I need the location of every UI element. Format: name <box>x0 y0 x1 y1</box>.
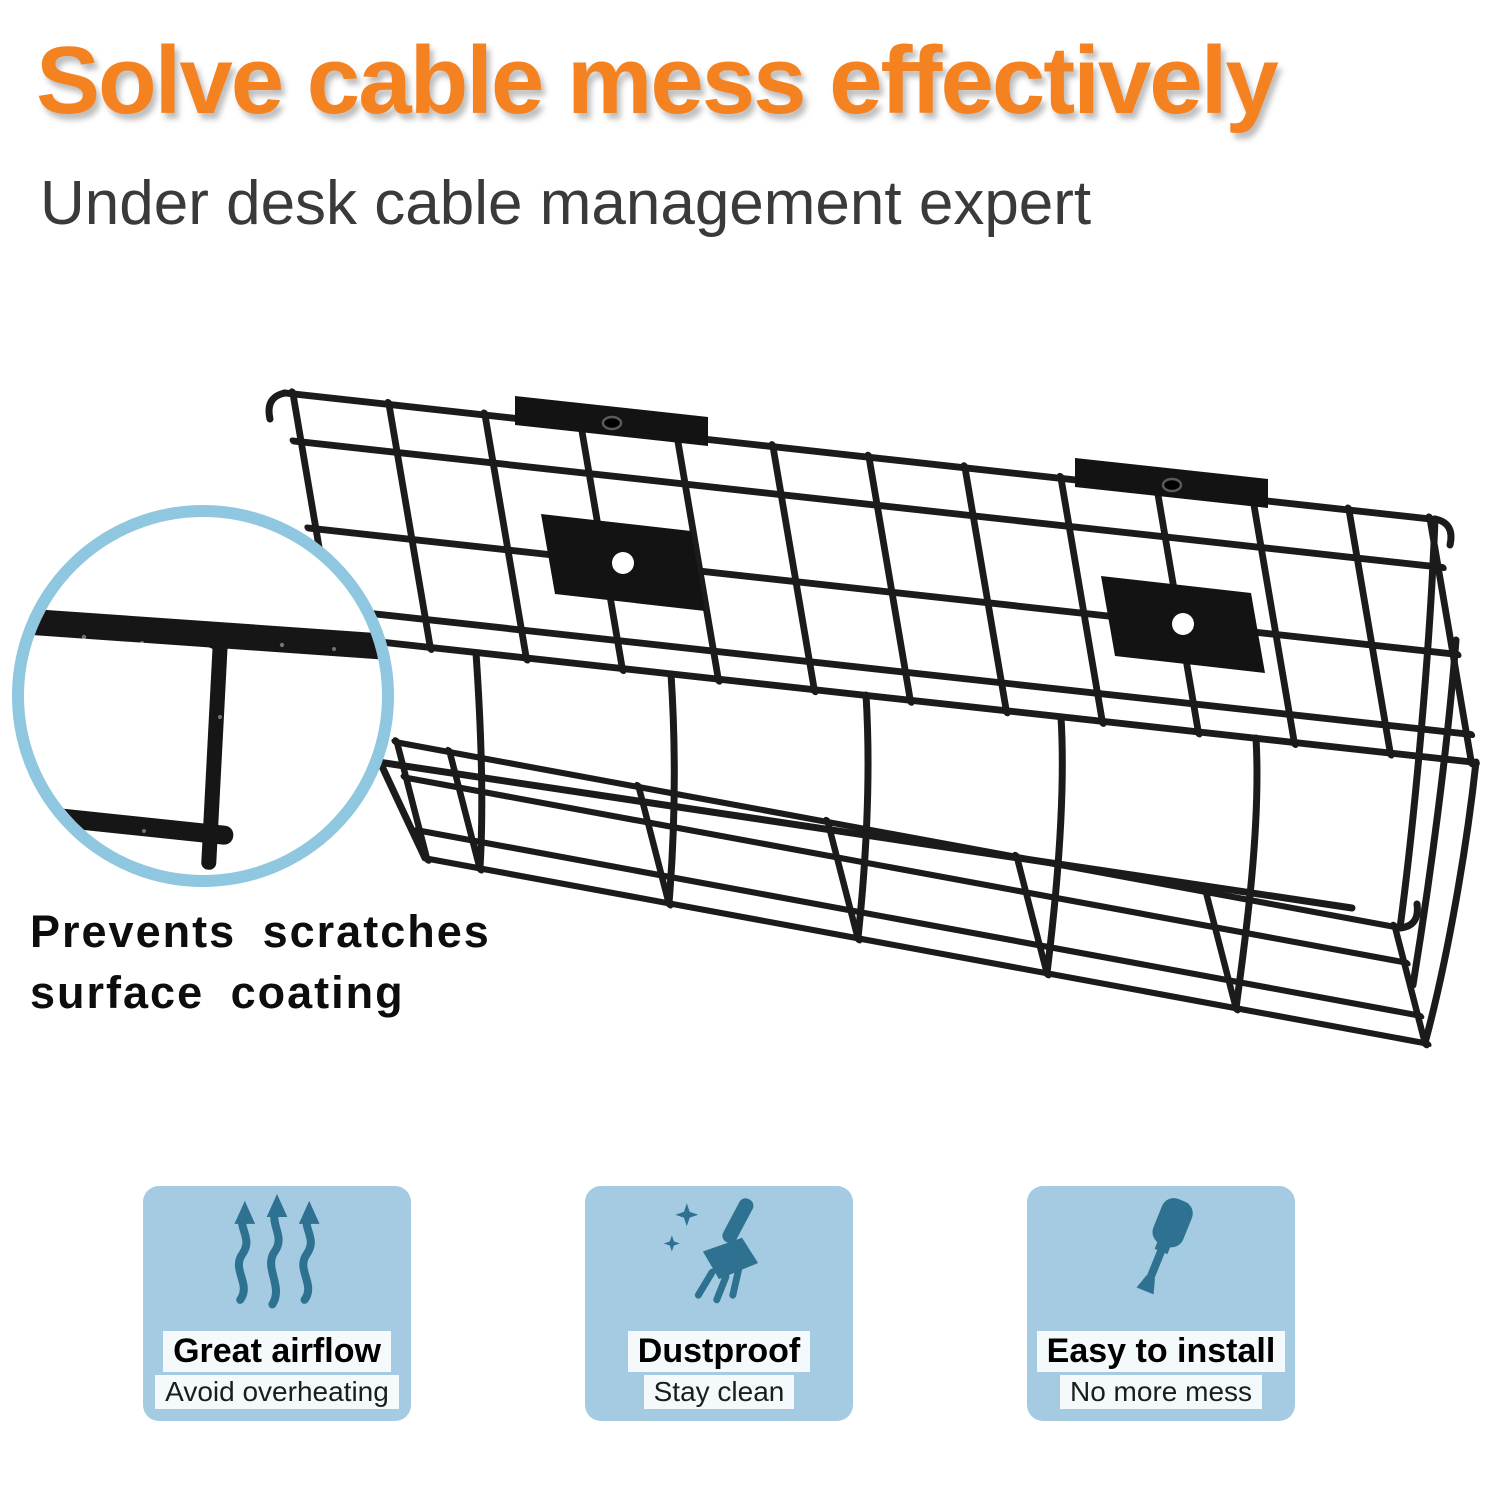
mounting-plate <box>1101 576 1265 673</box>
feature-card-dustproof: Dustproof Stay clean <box>585 1186 853 1421</box>
screwdriver-icon <box>1136 1198 1193 1295</box>
feature-title: Great airflow <box>163 1330 391 1372</box>
page-subtitle: Under desk cable management expert <box>40 169 1092 238</box>
feature-section: Great airflow Avoid overheating Dustproo… <box>0 1186 1495 1436</box>
coating-texture-dots <box>64 634 336 833</box>
mounting-bracket <box>515 396 708 446</box>
mounting-bracket <box>1075 458 1268 508</box>
airflow-arrows-icon <box>234 1194 320 1309</box>
feature-subtitle: Stay clean <box>643 1374 795 1409</box>
callout-caption-line1: Prevents scratches <box>30 906 491 957</box>
broom-icon <box>663 1198 759 1304</box>
page-title: Solve cable mess effectively <box>36 27 1279 134</box>
feature-title: Dustproof <box>627 1330 811 1372</box>
zoom-callout-circle <box>12 505 394 887</box>
feature-card-airflow: Great airflow Avoid overheating <box>143 1186 411 1421</box>
wire-frame <box>265 388 1480 1049</box>
wire-closeup <box>24 605 382 870</box>
callout-caption: Prevents scratches surface coating <box>30 902 491 1024</box>
callout-caption-line2: surface coating <box>30 966 405 1018</box>
feature-card-install: Easy to install No more mess <box>1027 1186 1295 1421</box>
feature-subtitle: No more mess <box>1059 1374 1263 1409</box>
feature-subtitle: Avoid overheating <box>155 1374 399 1409</box>
feature-title: Easy to install <box>1036 1330 1286 1372</box>
mounting-plate <box>541 514 705 611</box>
